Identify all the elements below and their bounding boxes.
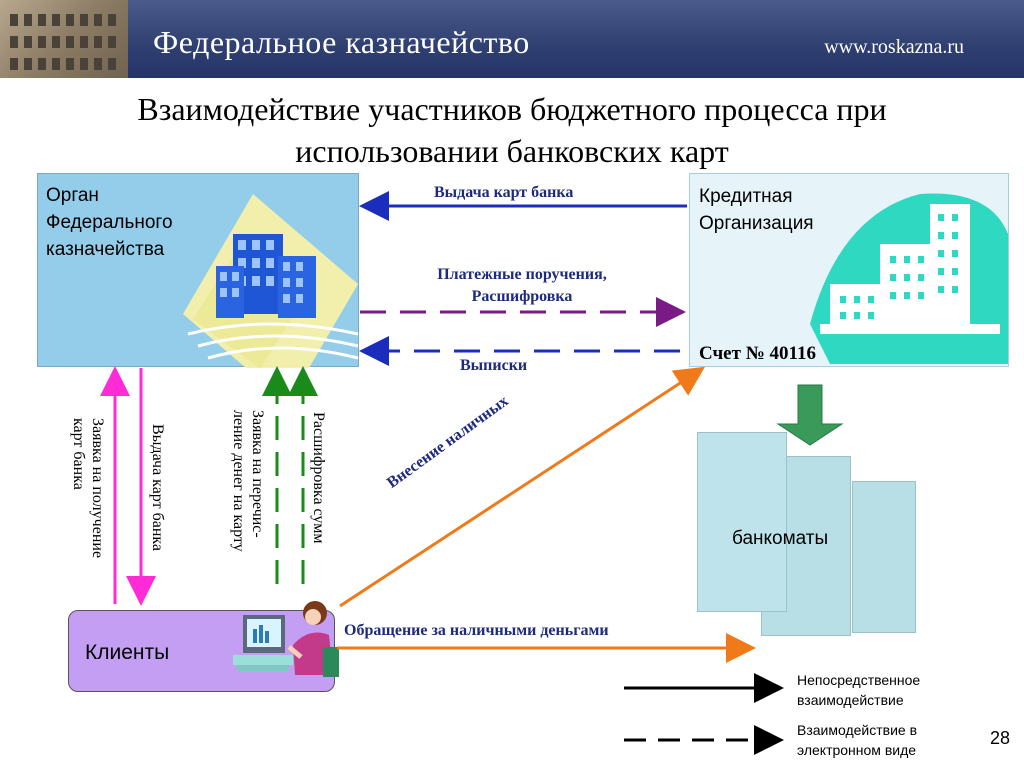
header-url: www.roskazna.ru bbox=[824, 36, 964, 58]
clients-label: Клиенты bbox=[85, 641, 170, 664]
atm-card-1 bbox=[697, 432, 787, 612]
credit-organization-label: Кредитная Организация bbox=[699, 186, 814, 234]
treasury-node: Орган Федерального казначейства bbox=[37, 173, 359, 368]
bank-building-icon bbox=[810, 193, 1008, 364]
label-payment-orders: Платежные поручения, Расшифровка bbox=[437, 266, 607, 305]
header-org-name: Федеральное казначейство bbox=[153, 24, 530, 60]
label-transfer-application: Заявка на перечис- ление денег на карту bbox=[230, 410, 266, 552]
header-building-photo bbox=[0, 0, 128, 78]
page-number: 28 bbox=[990, 728, 1011, 748]
arrow-to-atms bbox=[776, 384, 844, 446]
page-title: Взаимодействие участников бюджетного про… bbox=[60, 88, 964, 172]
label-sum-breakdown: Расшифровка сумм bbox=[310, 412, 327, 544]
legend-direct-label: Непосредственное взаимодействие bbox=[797, 672, 921, 708]
label-statements: Выписки bbox=[460, 357, 528, 374]
clients-node: Клиенты bbox=[68, 601, 339, 692]
legend-electronic-label: Взаимодействие в электронном виде bbox=[797, 722, 918, 758]
credit-organization-node: Кредитная Организация Счет № 40116 bbox=[689, 173, 1009, 367]
arrow-cash-deposit bbox=[339, 366, 706, 608]
label-card-issue: Выдача карт банка bbox=[434, 184, 574, 201]
label-card-application: Заявка на получение карт банка bbox=[70, 418, 106, 559]
page-title-line-1: Взаимодействие участников бюджетного про… bbox=[137, 91, 887, 127]
page-title-line-2: использовании банковских карт bbox=[295, 133, 729, 169]
account-number: Счет № 40116 bbox=[699, 343, 816, 364]
label-card-issue-vertical: Выдача карт банка bbox=[149, 424, 166, 552]
person-at-computer-icon bbox=[233, 601, 339, 677]
treasury-building-icon bbox=[183, 194, 359, 368]
treasury-label: Орган Федерального казначейства bbox=[46, 185, 173, 260]
header-banner: Федеральное казначейство www.roskazna.ru bbox=[0, 0, 1024, 78]
label-cash-request: Обращение за наличными деньгами bbox=[344, 622, 609, 639]
atm-card-3 bbox=[852, 481, 916, 633]
atms-label: банкоматы bbox=[732, 528, 829, 549]
